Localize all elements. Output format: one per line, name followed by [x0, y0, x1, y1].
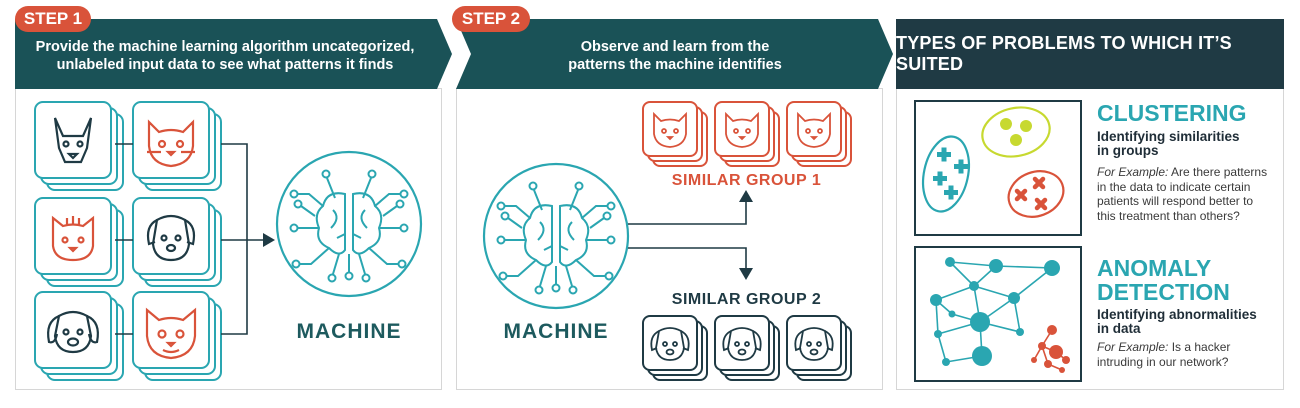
clustering-subtitle-line1: Identifying similarities	[1097, 129, 1240, 144]
clustering-example: For Example: Are there patterns in the d…	[1097, 165, 1269, 223]
network-node-icon	[972, 346, 992, 366]
step1-banner-line1: Provide the machine learning algorithm u…	[35, 39, 415, 55]
dog-card-icon	[34, 101, 124, 191]
step2-output-icons	[482, 101, 852, 381]
network-node-icon	[948, 310, 956, 318]
anomaly-node-icon	[1059, 367, 1065, 373]
network-node-icon	[945, 257, 955, 267]
anomaly-subtitle-line2: in data	[1097, 321, 1141, 336]
anomaly-node-icon	[1031, 357, 1037, 363]
problems-header: TYPES OF PROBLEMS TO WHICH IT’S SUITED	[896, 19, 1284, 89]
plus-icon	[933, 147, 968, 200]
step1-input-icons	[34, 101, 423, 381]
anomaly-title-line1: ANOMALY	[1097, 255, 1212, 281]
step2-tag: STEP 2	[452, 6, 530, 32]
network-node-icon	[1008, 292, 1020, 304]
cat-card-icon	[132, 291, 222, 381]
anomaly-example-prefix: For Example:	[1097, 340, 1169, 354]
step1-banner-line2: unlabeled input data to see what pattern…	[56, 57, 394, 73]
clustering-subtitle-line2: in groups	[1097, 143, 1159, 158]
machine-brain-icon	[482, 162, 630, 310]
anomaly-subtitle: Identifying abnormalities in data	[1097, 308, 1277, 336]
anomaly-node-icon	[1049, 345, 1063, 359]
network-node-icon	[969, 281, 979, 291]
anomaly-example: For Example: Is a hacker intruding in ou…	[1097, 340, 1257, 369]
anomaly-node-icon	[1062, 356, 1070, 364]
cross-icon	[1014, 176, 1048, 211]
clustering-title: CLUSTERING	[1097, 100, 1247, 126]
step2-machine-label: MACHINE	[503, 320, 609, 343]
machine-brain-icon	[275, 150, 423, 298]
anomaly-node-icon	[1044, 360, 1052, 368]
network-node-icon	[930, 294, 942, 306]
anomaly-node-icon	[1047, 325, 1057, 335]
dog-card-icon	[642, 315, 708, 381]
cluster-dot-icon	[1000, 118, 1012, 130]
cat-card-icon	[642, 101, 708, 167]
step2-banner-line2: patterns the machine identifies	[568, 57, 782, 73]
network-node-icon	[934, 330, 942, 338]
dog-card-icon	[714, 315, 780, 381]
anomaly-example-text: Is a hacker intruding in our network?	[1097, 340, 1231, 369]
dog-card-icon	[34, 291, 124, 381]
step2-banner-shape	[456, 19, 893, 89]
step1-machine-label: MACHINE	[296, 320, 402, 343]
cat-card-icon	[132, 101, 222, 191]
cat-card-icon	[34, 197, 124, 287]
step1-banner-text: Provide the machine learning algorithm u…	[15, 34, 435, 78]
network-node-icon	[970, 312, 990, 332]
step2-banner-line1: Observe and learn from the	[580, 39, 770, 55]
network-node-icon	[1016, 328, 1024, 336]
step2-banner-text: Observe and learn from the patterns the …	[470, 34, 880, 78]
clustering-illustration	[914, 100, 1082, 236]
step1-banner-shape	[15, 19, 452, 89]
anomaly-title: ANOMALY DETECTION	[1097, 256, 1230, 304]
anomaly-node-icon	[1038, 342, 1046, 350]
clustering-subtitle: Identifying similarities in groups	[1097, 130, 1275, 158]
anomaly-title-line2: DETECTION	[1097, 279, 1230, 305]
cat-card-icon	[714, 101, 780, 167]
dog-card-icon	[132, 197, 222, 287]
dog-card-icon	[786, 315, 852, 381]
problems-header-text: TYPES OF PROBLEMS TO WHICH IT’S SUITED	[896, 33, 1232, 74]
cluster-dot-icon	[1020, 120, 1032, 132]
similar-group1-label: SIMILAR GROUP 1	[671, 172, 822, 189]
clustering-example-text: Are there patterns in the data to indica…	[1097, 165, 1268, 223]
network-node-icon	[942, 358, 950, 366]
clustering-example-prefix: For Example:	[1097, 165, 1169, 179]
network-node-icon	[989, 259, 1003, 273]
cat-card-icon	[786, 101, 852, 167]
step1-tag: STEP 1	[15, 6, 91, 32]
anomaly-illustration	[914, 246, 1082, 382]
anomaly-subtitle-line1: Identifying abnormalities	[1097, 307, 1257, 322]
similar-group2-label: SIMILAR GROUP 2	[671, 291, 822, 308]
cluster-dot-icon	[1010, 134, 1022, 146]
network-node-icon	[1044, 260, 1060, 276]
